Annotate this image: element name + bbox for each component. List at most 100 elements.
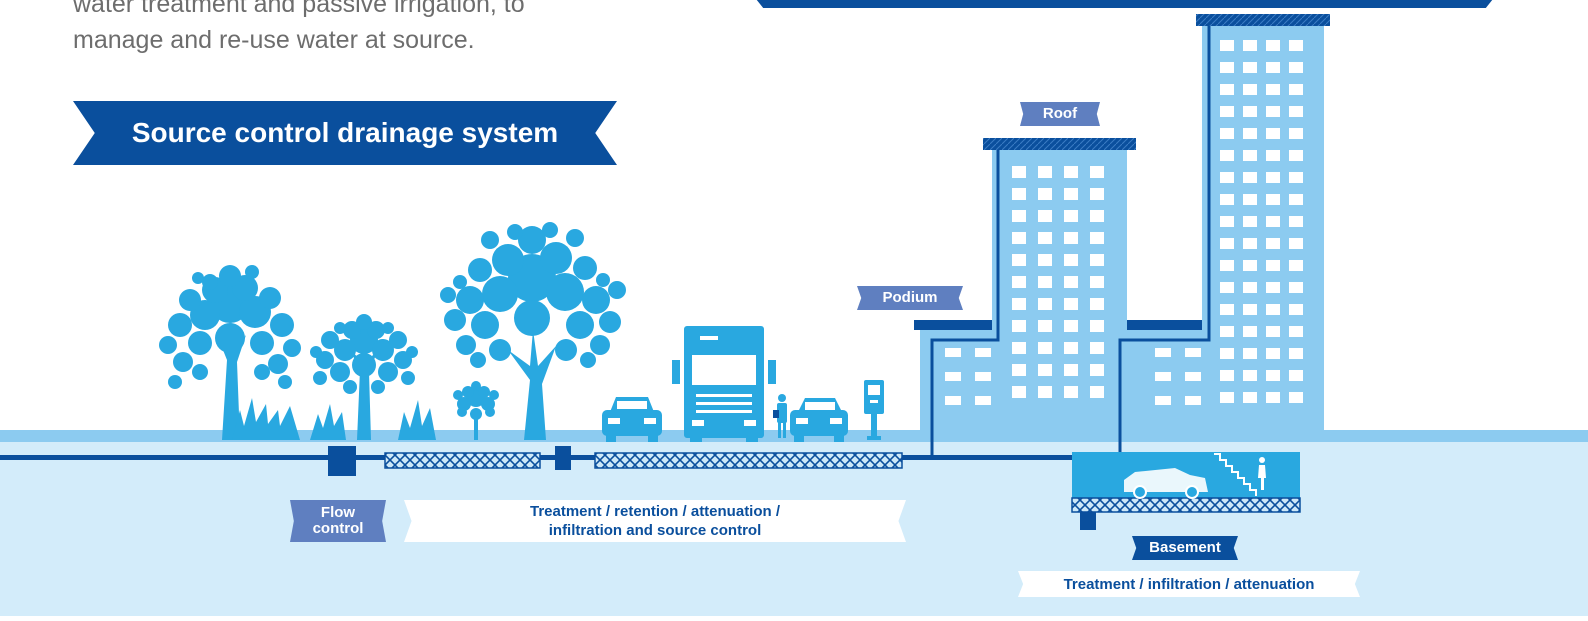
flow-control-chamber: [1080, 510, 1096, 530]
window: [1289, 150, 1303, 161]
window: [1266, 326, 1280, 337]
window: [1220, 40, 1234, 51]
window: [1064, 210, 1078, 222]
window: [1243, 304, 1257, 315]
podium-label: Podium: [857, 286, 963, 310]
window: [1038, 364, 1052, 376]
window: [1012, 166, 1026, 178]
attenuation-crate: [384, 452, 541, 469]
window: [1090, 364, 1104, 376]
basement-crate: [1071, 497, 1301, 513]
window: [1289, 62, 1303, 73]
window: [1243, 348, 1257, 359]
roof-label: Roof: [1020, 102, 1100, 126]
window: [1243, 172, 1257, 183]
window: [1289, 260, 1303, 271]
window: [1220, 172, 1234, 183]
window: [1012, 298, 1026, 310]
car-icon: [602, 397, 662, 442]
window: [1064, 298, 1078, 310]
window: [1090, 320, 1104, 332]
window: [945, 396, 961, 405]
window: [1185, 348, 1201, 357]
window: [1090, 254, 1104, 266]
window: [1220, 106, 1234, 117]
flow-control-line: Flow: [320, 504, 356, 521]
flow-control-line: control: [312, 520, 364, 537]
window: [1289, 194, 1303, 205]
window: [1220, 84, 1234, 95]
window: [1012, 188, 1026, 200]
person-icon: [773, 394, 787, 438]
window: [1266, 260, 1280, 271]
window: [1220, 150, 1234, 161]
window: [1220, 260, 1234, 271]
window: [1038, 232, 1052, 244]
window: [1289, 172, 1303, 183]
window: [1064, 342, 1078, 354]
window: [1220, 194, 1234, 205]
grass-icon: [232, 398, 436, 440]
window: [1243, 260, 1257, 271]
truck-icon: [672, 326, 776, 442]
window: [1090, 386, 1104, 398]
tree-icon: [440, 222, 626, 440]
window: [1090, 188, 1104, 200]
treatment-line: Treatment / retention / attenuation /: [529, 503, 781, 520]
window-grid: [945, 348, 1201, 405]
window: [1038, 386, 1052, 398]
window: [1220, 348, 1234, 359]
flow-control-label: Flow control: [290, 500, 386, 542]
window: [1038, 254, 1052, 266]
window: [1038, 188, 1052, 200]
person-icon: [1258, 457, 1266, 490]
window: [975, 348, 991, 357]
window: [1266, 84, 1280, 95]
window: [1289, 326, 1303, 337]
window: [1266, 194, 1280, 205]
window: [1243, 150, 1257, 161]
window: [1064, 166, 1078, 178]
attenuation-crate: [594, 452, 903, 469]
window: [1038, 342, 1052, 354]
treatment-infiltration-label: Treatment / infiltration / attenuation: [1018, 571, 1360, 597]
flow-control-chamber: [328, 446, 356, 476]
intro-line: water treatment and passive irrigation, …: [73, 0, 525, 18]
window: [1243, 282, 1257, 293]
window: [1220, 370, 1234, 381]
window: [1243, 194, 1257, 205]
window: [1038, 210, 1052, 222]
intro-text: water treatment and passive irrigation, …: [73, 0, 633, 58]
window: [1243, 62, 1257, 73]
window: [1038, 298, 1052, 310]
window: [1289, 238, 1303, 249]
window: [1243, 216, 1257, 227]
window: [1266, 370, 1280, 381]
treatment-line: infiltration and source control: [548, 522, 762, 539]
window: [945, 372, 961, 381]
window: [1243, 392, 1257, 403]
window: [1266, 62, 1280, 73]
window: [1243, 128, 1257, 139]
window: [1220, 282, 1234, 293]
roof-slab: [1196, 14, 1330, 26]
window: [1038, 276, 1052, 288]
window: [975, 372, 991, 381]
window: [1185, 372, 1201, 381]
window: [1289, 216, 1303, 227]
window: [1266, 304, 1280, 315]
window: [1266, 392, 1280, 403]
window: [1266, 40, 1280, 51]
window: [1090, 298, 1104, 310]
downpipe: [930, 26, 1211, 455]
window: [1012, 232, 1026, 244]
window: [1012, 210, 1026, 222]
window: [1220, 326, 1234, 337]
window: [1155, 372, 1171, 381]
window: [1155, 348, 1171, 357]
window: [1266, 282, 1280, 293]
window: [1012, 364, 1026, 376]
window: [1220, 392, 1234, 403]
window: [1064, 386, 1078, 398]
